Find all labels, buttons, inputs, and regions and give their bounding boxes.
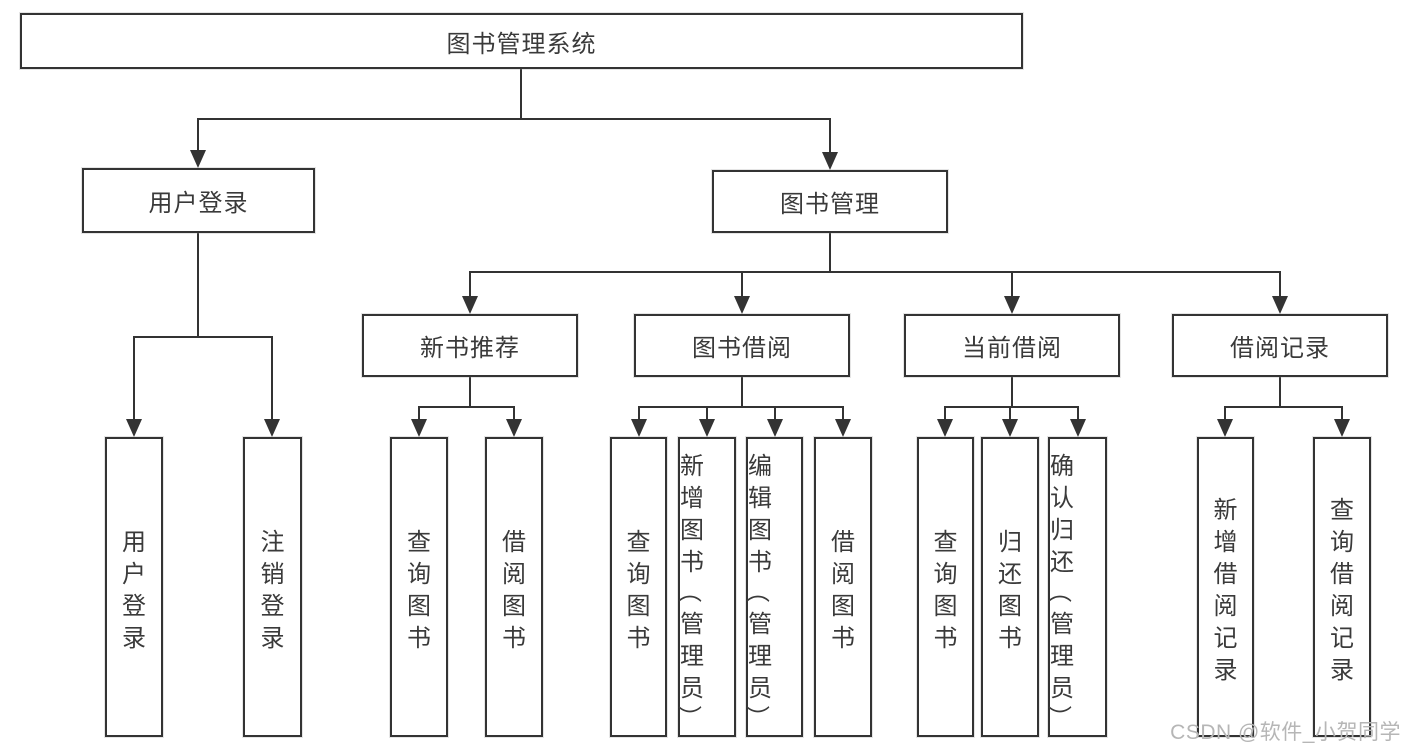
- leaf-add-books-admin: 新增图书（管理员）: [675, 437, 736, 737]
- leaf-return-books-label: 归还图书: [998, 528, 1022, 652]
- node-user-login-group: 用户登录: [82, 168, 315, 233]
- node-book-borrow: 图书借阅: [634, 314, 850, 377]
- leaf-edit-books-admin: 编辑图书（管理员）: [743, 437, 803, 737]
- leaf-query-books-2: 查询图书: [610, 437, 667, 737]
- leaf-borrow-books-2: 借阅图书: [814, 437, 872, 737]
- leaf-logout-label: 注销登录: [260, 528, 285, 652]
- node-new-book-recommend: 新书推荐: [362, 314, 578, 377]
- leaf-query-books-1: 查询图书: [390, 437, 448, 737]
- leaf-confirm-return-admin-label: 确认归还（管理员）: [1045, 453, 1075, 729]
- leaf-query-books-3: 查询图书: [917, 437, 974, 737]
- leaf-query-books-2-label: 查询图书: [626, 528, 651, 652]
- node-current-borrow: 当前借阅: [904, 314, 1120, 377]
- watermark: CSDN @软件_小贺同学: [1170, 721, 1401, 744]
- leaf-user-login-label: 用户登录: [122, 528, 146, 652]
- leaf-return-books: 归还图书: [981, 437, 1039, 737]
- node-borrow-records: 借阅记录: [1172, 314, 1388, 377]
- leaf-borrow-books-1: 借阅图书: [485, 437, 543, 737]
- node-library-management-system: 图书管理系统: [20, 13, 1023, 69]
- leaf-edit-books-admin-label: 编辑图书（管理员）: [743, 453, 773, 729]
- leaf-query-borrow-record: 查询借阅记录: [1313, 437, 1371, 737]
- leaf-add-borrow-record: 新增借阅记录: [1197, 437, 1254, 737]
- leaf-query-borrow-record-label: 查询借阅记录: [1330, 496, 1354, 684]
- leaf-borrow-books-2-label: 借阅图书: [831, 528, 855, 652]
- leaf-query-books-1-label: 查询图书: [407, 528, 431, 652]
- leaf-add-borrow-record-label: 新增借阅记录: [1213, 496, 1238, 684]
- leaf-query-books-3-label: 查询图书: [933, 528, 958, 652]
- leaf-borrow-books-1-label: 借阅图书: [502, 528, 526, 652]
- leaf-add-books-admin-label: 新增图书（管理员）: [675, 453, 705, 729]
- leaf-logout: 注销登录: [243, 437, 302, 737]
- leaf-user-login: 用户登录: [105, 437, 163, 737]
- leaf-confirm-return-admin: 确认归还（管理员）: [1045, 437, 1107, 737]
- node-book-management: 图书管理: [712, 170, 948, 233]
